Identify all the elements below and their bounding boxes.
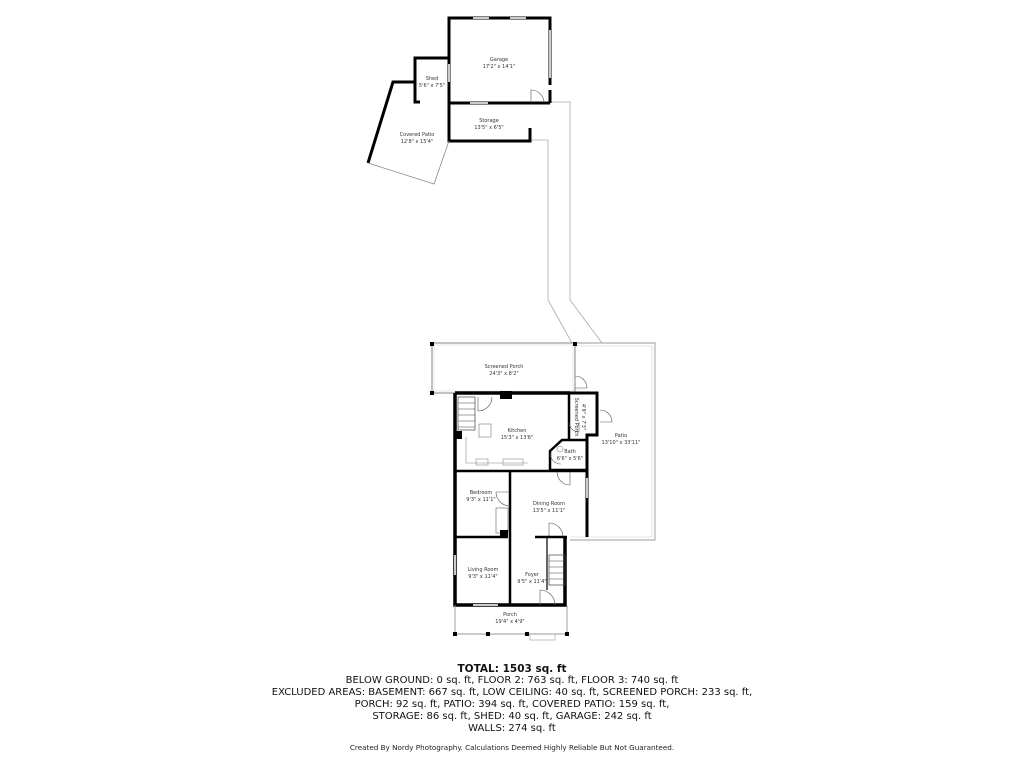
credit-disclaimer: Created By Nordy Photography. Calculatio…: [349, 743, 675, 752]
room-dims: 4'9" x 7'3": [580, 404, 586, 430]
room-covered-patio: Covered Patio 12'8" x 15'4": [366, 80, 450, 185]
room-screened-porch-small: Screened Porch 4'9" x 7'3": [567, 393, 613, 440]
room-patio: Patio 13'10" x 33'11": [570, 342, 656, 541]
room-dims: 5'6" x 7'5": [419, 83, 445, 89]
room-storage: Storage 13'5" x 6'5": [447, 102, 532, 143]
room-porch: Porch 19'4" x 4'9": [453, 605, 569, 641]
room-screened-porch: Screened Porch 24'3" x 8'2": [430, 342, 588, 395]
room-garage: Garage 17'2" x 14'1": [447, 16, 552, 105]
room-bedroom: Bedroom 9'3" x 11'1": [466, 471, 512, 537]
room-dims: 17'2" x 14'1": [483, 64, 516, 70]
room-name: Foyer: [525, 572, 540, 578]
total-area: TOTAL: 1503 sq. ft: [457, 663, 567, 675]
room-name: Kitchen: [508, 428, 527, 434]
room-dims: 13'10" x 33'11": [602, 440, 641, 446]
room-name: Screened Porch: [573, 398, 579, 437]
room-foyer: Foyer 9'5" x 11'4": [517, 537, 566, 606]
main-house: Patio 13'10" x 33'11" Screened Porch 24'…: [430, 342, 656, 641]
room-bath: Bath 6'6" x 5'6": [548, 438, 587, 472]
room-dims: 6'6" x 5'6": [557, 456, 583, 462]
room-dims: 13'5" x 11'1": [533, 508, 566, 514]
room-name: Bedroom: [470, 490, 493, 496]
room-dims: 12'8" x 15'4": [401, 139, 434, 145]
room-dims: 24'3" x 8'2": [489, 371, 518, 377]
room-name: Patio: [615, 433, 627, 439]
room-dims: 9'5" x 11'4": [517, 579, 546, 585]
room-living-room: Living Room 9'3" x 11'4": [454, 537, 512, 606]
room-name: Covered Patio: [400, 132, 435, 138]
room-name: Shed: [426, 76, 439, 82]
stairs-icon: [548, 554, 566, 586]
room-dims: 15'3" x 13'6": [501, 435, 534, 441]
room-dims: 19'4" x 4'9": [495, 619, 524, 625]
room-dims: 9'3" x 11'4": [468, 574, 497, 580]
room-shed: Shed 5'6" x 7'5": [413, 56, 451, 104]
stairs-icon: [457, 396, 476, 431]
room-dims: 13'5" x 6'5": [474, 125, 503, 131]
room-name: Porch: [503, 612, 517, 618]
room-name: Screened Porch: [485, 364, 524, 370]
room-dims: 9'3" x 11'1": [466, 497, 495, 503]
excluded-areas-line-1: EXCLUDED AREAS: BASEMENT: 667 sq. ft, LO…: [271, 687, 753, 698]
room-name: Dining Room: [533, 501, 565, 507]
room-dining-room: Dining Room 13'5" x 11'1": [533, 471, 571, 538]
room-name: Garage: [490, 57, 508, 63]
room-name: Living Room: [468, 567, 499, 573]
excluded-areas-line-3: STORAGE: 86 sq. ft, SHED: 40 sq. ft, GAR…: [372, 711, 652, 722]
room-name: Storage: [479, 118, 499, 124]
room-name: Bath: [564, 449, 576, 455]
floor-area-breakdown: BELOW GROUND: 0 sq. ft, FLOOR 2: 763 sq.…: [345, 675, 679, 686]
floor-plan-diagram: Garage 17'2" x 14'1" Shed 5'6" x 7'5" St…: [366, 16, 656, 641]
outbuilding: Garage 17'2" x 14'1" Shed 5'6" x 7'5" St…: [366, 16, 603, 344]
room-kitchen: Kitchen 15'3" x 13'6": [456, 396, 534, 466]
walls-area: WALLS: 274 sq. ft: [468, 723, 556, 734]
excluded-areas-line-2: PORCH: 92 sq. ft, PATIO: 394 sq. ft, COV…: [354, 699, 670, 710]
